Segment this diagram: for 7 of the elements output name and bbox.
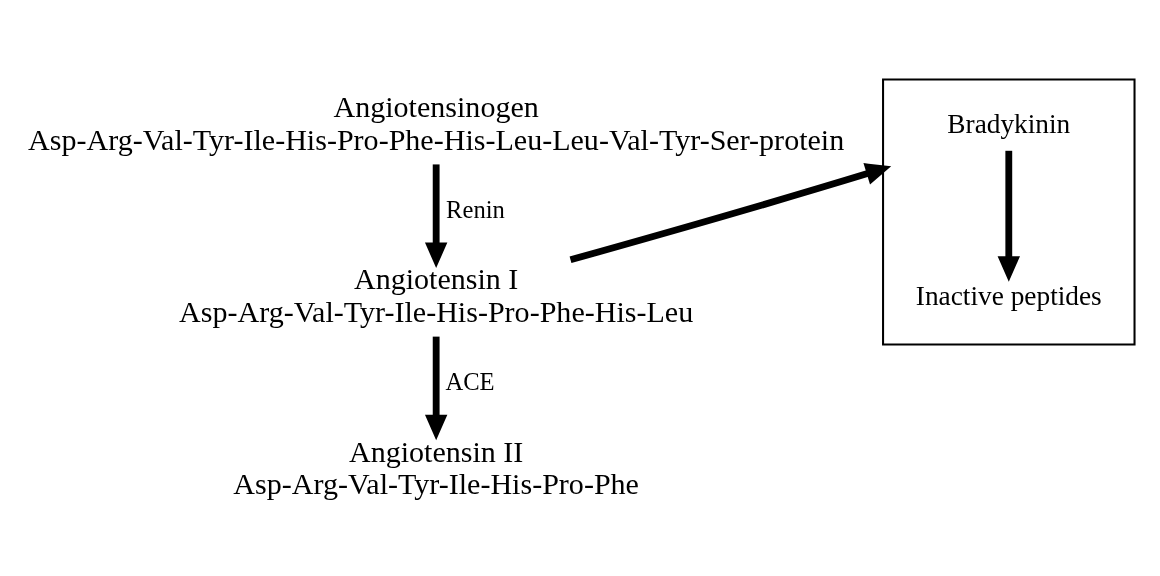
node-text: Inactive peptides (915, 280, 1102, 311)
node-text: Angiotensin I Asp-Arg-Val-Tyr-Ile-His-Pro-Phe-His-Leu (179, 261, 694, 329)
edge-label: ACE (445, 367, 495, 395)
node-text: Angiotensinogen Asp-Arg-Val-Tyr-Ile-His-Pro-Phe-His-Leu-Leu-Val-Tyr-Ser-protein (28, 89, 845, 157)
edge-label: Renin (446, 195, 505, 223)
node-text: Bradykinin (947, 108, 1071, 139)
node-text: Angiotensin II Asp-Arg-Val-Tyr-Ile-His-Pro-Phe (233, 434, 639, 501)
